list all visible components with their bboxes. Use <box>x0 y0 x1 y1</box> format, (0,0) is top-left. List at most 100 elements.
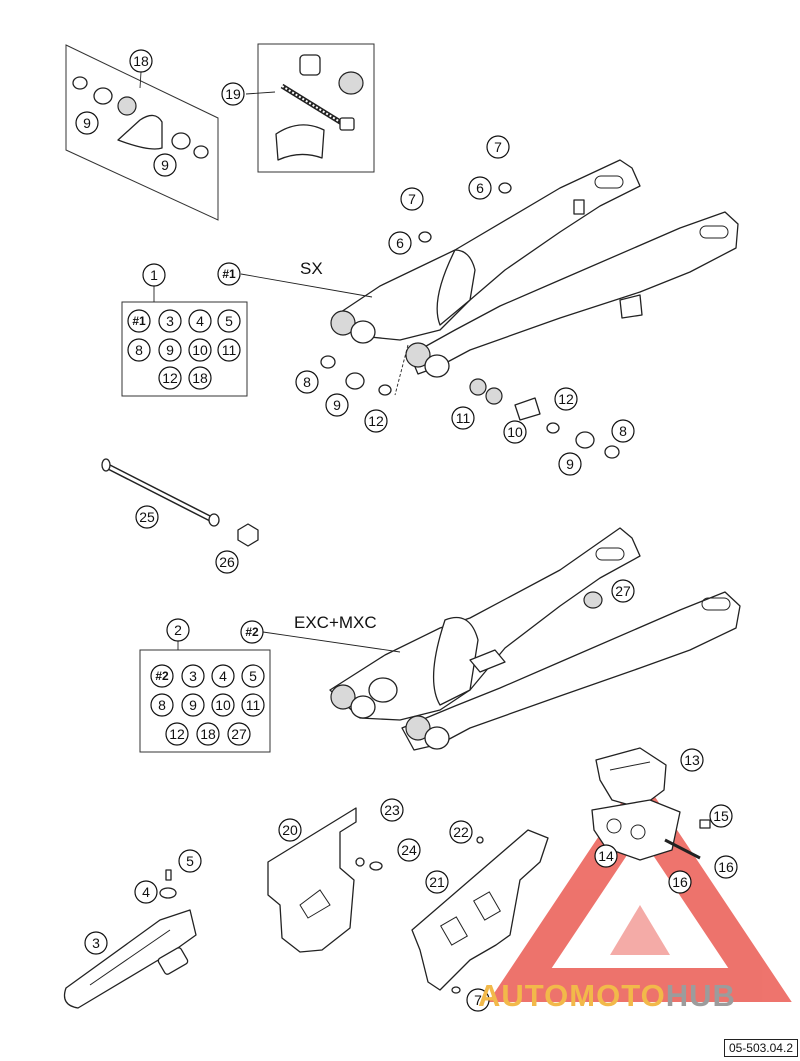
svg-text:3: 3 <box>92 935 100 951</box>
svg-text:4: 4 <box>142 884 150 900</box>
svg-text:2: 2 <box>174 622 182 638</box>
svg-text:#1: #1 <box>222 267 236 281</box>
kit2-item-11: 27 <box>227 722 251 746</box>
bearings-row-sx <box>320 344 620 459</box>
kit2-item-9: 12 <box>165 722 189 746</box>
svg-text:12: 12 <box>162 370 178 386</box>
svg-text:4: 4 <box>196 313 204 329</box>
variant-label-exc-mxc: EXC+MXC <box>294 613 377 632</box>
callout-15: 15 <box>709 804 733 828</box>
chain-guard-bracket <box>267 807 383 953</box>
svg-text:10: 10 <box>507 424 523 440</box>
kit1-item-9: 12 <box>158 366 182 390</box>
svg-text:25: 25 <box>139 509 155 525</box>
callout-21: 21 <box>425 870 449 894</box>
callout-4: 4 <box>134 880 158 904</box>
kit2-item-4: 5 <box>241 664 265 688</box>
kit1-box <box>121 286 248 397</box>
callout-6a: 6 <box>468 176 492 200</box>
svg-text:7: 7 <box>408 191 416 207</box>
svg-text:27: 27 <box>231 726 247 742</box>
svg-text:27: 27 <box>615 583 631 599</box>
svg-text:18: 18 <box>200 726 216 742</box>
kit1-item-1: #1 <box>127 309 151 333</box>
svg-text:11: 11 <box>246 697 261 713</box>
svg-text:16: 16 <box>718 859 734 875</box>
svg-text:19: 19 <box>225 86 241 102</box>
svg-text:7: 7 <box>474 992 482 1008</box>
chain-guard <box>411 829 549 994</box>
callout-9d: 9 <box>558 452 582 476</box>
kit2-item-1: #2 <box>150 664 174 688</box>
kit2-item-6: 9 <box>181 693 205 717</box>
svg-text:12: 12 <box>558 391 574 407</box>
kit1-item-2: 3 <box>158 309 182 333</box>
svg-text:9: 9 <box>83 115 91 131</box>
chain-slider <box>63 869 197 1009</box>
svg-text:15: 15 <box>713 808 729 824</box>
svg-text:10: 10 <box>215 697 231 713</box>
callout-8a: 8 <box>295 370 319 394</box>
swingarm-pivot-axle <box>101 458 259 547</box>
kit1-item-4: 5 <box>217 309 241 333</box>
callout-26: 26 <box>215 550 239 574</box>
svg-text:3: 3 <box>166 313 174 329</box>
svg-text:12: 12 <box>368 413 384 429</box>
variant-label-sx: SX <box>300 259 323 278</box>
watermark-brand: AUTOMOTOHUB <box>478 978 736 1013</box>
callout-9b: 9 <box>153 153 177 177</box>
kit2-box <box>139 640 271 753</box>
watermark-logo <box>488 774 792 1002</box>
svg-text:10: 10 <box>192 342 208 358</box>
svg-text:4: 4 <box>219 668 227 684</box>
svg-text:8: 8 <box>135 342 143 358</box>
svg-text:8: 8 <box>619 423 627 439</box>
bearing-kit-panel <box>65 44 219 221</box>
kit1-item-6: 9 <box>158 338 182 362</box>
svg-text:23: 23 <box>384 802 400 818</box>
kit2-item-2: 3 <box>181 664 205 688</box>
document-code: 05-503.04.2 <box>723 1039 798 1057</box>
callout-9c: 9 <box>325 393 349 417</box>
svg-text:13: 13 <box>684 752 700 768</box>
kit1-item-3: 4 <box>188 309 212 333</box>
kit2-item-3: 4 <box>211 664 235 688</box>
callout-22: 22 <box>449 820 473 844</box>
svg-text:8: 8 <box>303 374 311 390</box>
svg-text:18: 18 <box>192 370 208 386</box>
kit1-item-10: 18 <box>188 366 212 390</box>
kit1-item-7: 10 <box>188 338 212 362</box>
kit1-item-8: 11 <box>217 338 241 362</box>
svg-text:7: 7 <box>494 139 502 155</box>
svg-text:12: 12 <box>169 726 185 742</box>
svg-text:5: 5 <box>249 668 257 684</box>
callout-11: 11 <box>451 406 475 430</box>
kit2-item-5: 8 <box>150 693 174 717</box>
callout-16a: 16 <box>668 870 692 894</box>
kit2-item-10: 18 <box>196 722 220 746</box>
callout-marker-1: #1 <box>217 262 241 286</box>
svg-text:9: 9 <box>166 342 174 358</box>
variant-leaders <box>240 273 401 653</box>
kit2-item-8: 11 <box>241 693 265 717</box>
svg-text:18: 18 <box>133 53 149 69</box>
svg-text:9: 9 <box>161 157 169 173</box>
callout-7a: 7 <box>486 135 510 159</box>
svg-text:16: 16 <box>672 874 688 890</box>
callout-9a: 9 <box>75 111 99 135</box>
svg-text:#2: #2 <box>245 625 259 639</box>
callout-13: 13 <box>680 748 704 772</box>
kit1-item-5: 8 <box>127 338 151 362</box>
svg-text:21: 21 <box>429 874 445 890</box>
callout-12a: 12 <box>364 409 388 433</box>
callout-16b: 16 <box>714 855 738 879</box>
callout-24: 24 <box>397 838 421 862</box>
callout-27: 27 <box>611 579 635 603</box>
swingarm-exc-mxc <box>329 527 741 751</box>
callout-20: 20 <box>278 818 302 842</box>
svg-text:#2: #2 <box>155 669 169 683</box>
callout-7b: 7 <box>400 187 424 211</box>
svg-text:#1: #1 <box>132 314 146 328</box>
svg-text:3: 3 <box>189 668 197 684</box>
